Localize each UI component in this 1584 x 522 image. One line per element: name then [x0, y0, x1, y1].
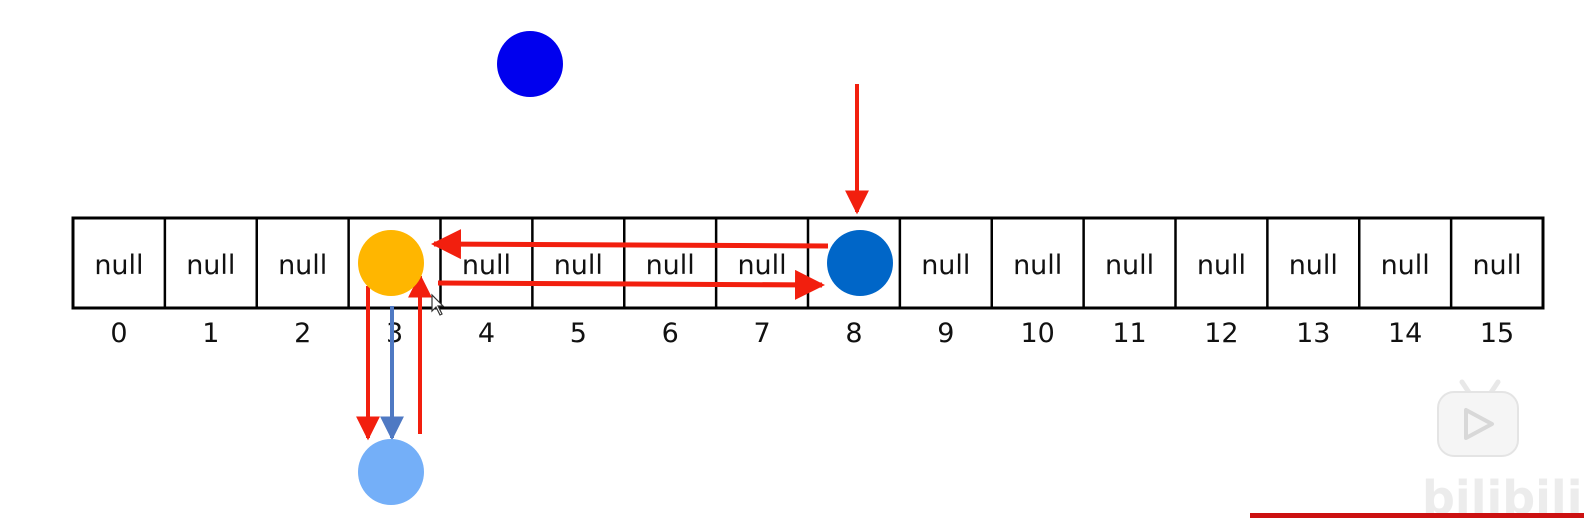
cell-index-6: 6	[662, 318, 679, 349]
cell-index-15: 15	[1480, 318, 1514, 349]
cell-index-11: 11	[1112, 318, 1146, 349]
cell-value-5: null	[554, 250, 603, 281]
cell-value-12: null	[1197, 250, 1246, 281]
cell-index-3: 3	[386, 318, 403, 349]
cell-index-8: 8	[845, 318, 862, 349]
cell-index-4: 4	[478, 318, 495, 349]
cell-value-10: null	[1013, 250, 1062, 281]
tv-play-icon	[1437, 379, 1519, 457]
cell-index-14: 14	[1388, 318, 1422, 349]
cell-index-2: 2	[294, 318, 311, 349]
cell-index-7: 7	[753, 318, 770, 349]
arrow-8-to-3	[431, 229, 829, 260]
cell-value-9: null	[921, 250, 970, 281]
cell-value-2: null	[278, 250, 327, 281]
cell-value-13: null	[1289, 250, 1338, 281]
cell-value-11: null	[1105, 250, 1154, 281]
node-lightblue-linked	[358, 439, 424, 505]
cell-value-0: null	[94, 250, 143, 281]
cell-index-9: 9	[937, 318, 954, 349]
cell-value-6: null	[646, 250, 695, 281]
cell-value-4: null	[462, 250, 511, 281]
node-darkblue-index-8	[827, 230, 893, 296]
cell-index-5: 5	[570, 318, 587, 349]
array-table: null null null null null null null null null null…	[71, 216, 1545, 349]
cell-value-14: null	[1381, 250, 1430, 281]
cell-value-1: null	[186, 250, 235, 281]
arrow-3-to-8	[437, 269, 825, 300]
node-blue-floating	[497, 31, 563, 97]
cell-index-1: 1	[202, 318, 219, 349]
cell-value-15: null	[1472, 250, 1521, 281]
cell-index-12: 12	[1204, 318, 1238, 349]
cell-index-13: 13	[1296, 318, 1330, 349]
video-progress-bar	[1250, 513, 1584, 518]
cell-value-7: null	[737, 250, 786, 281]
node-orange-index-3	[358, 230, 424, 296]
mouse-cursor-icon	[431, 293, 445, 316]
cell-index-0: 0	[110, 318, 127, 349]
cell-index-10: 10	[1021, 318, 1055, 349]
